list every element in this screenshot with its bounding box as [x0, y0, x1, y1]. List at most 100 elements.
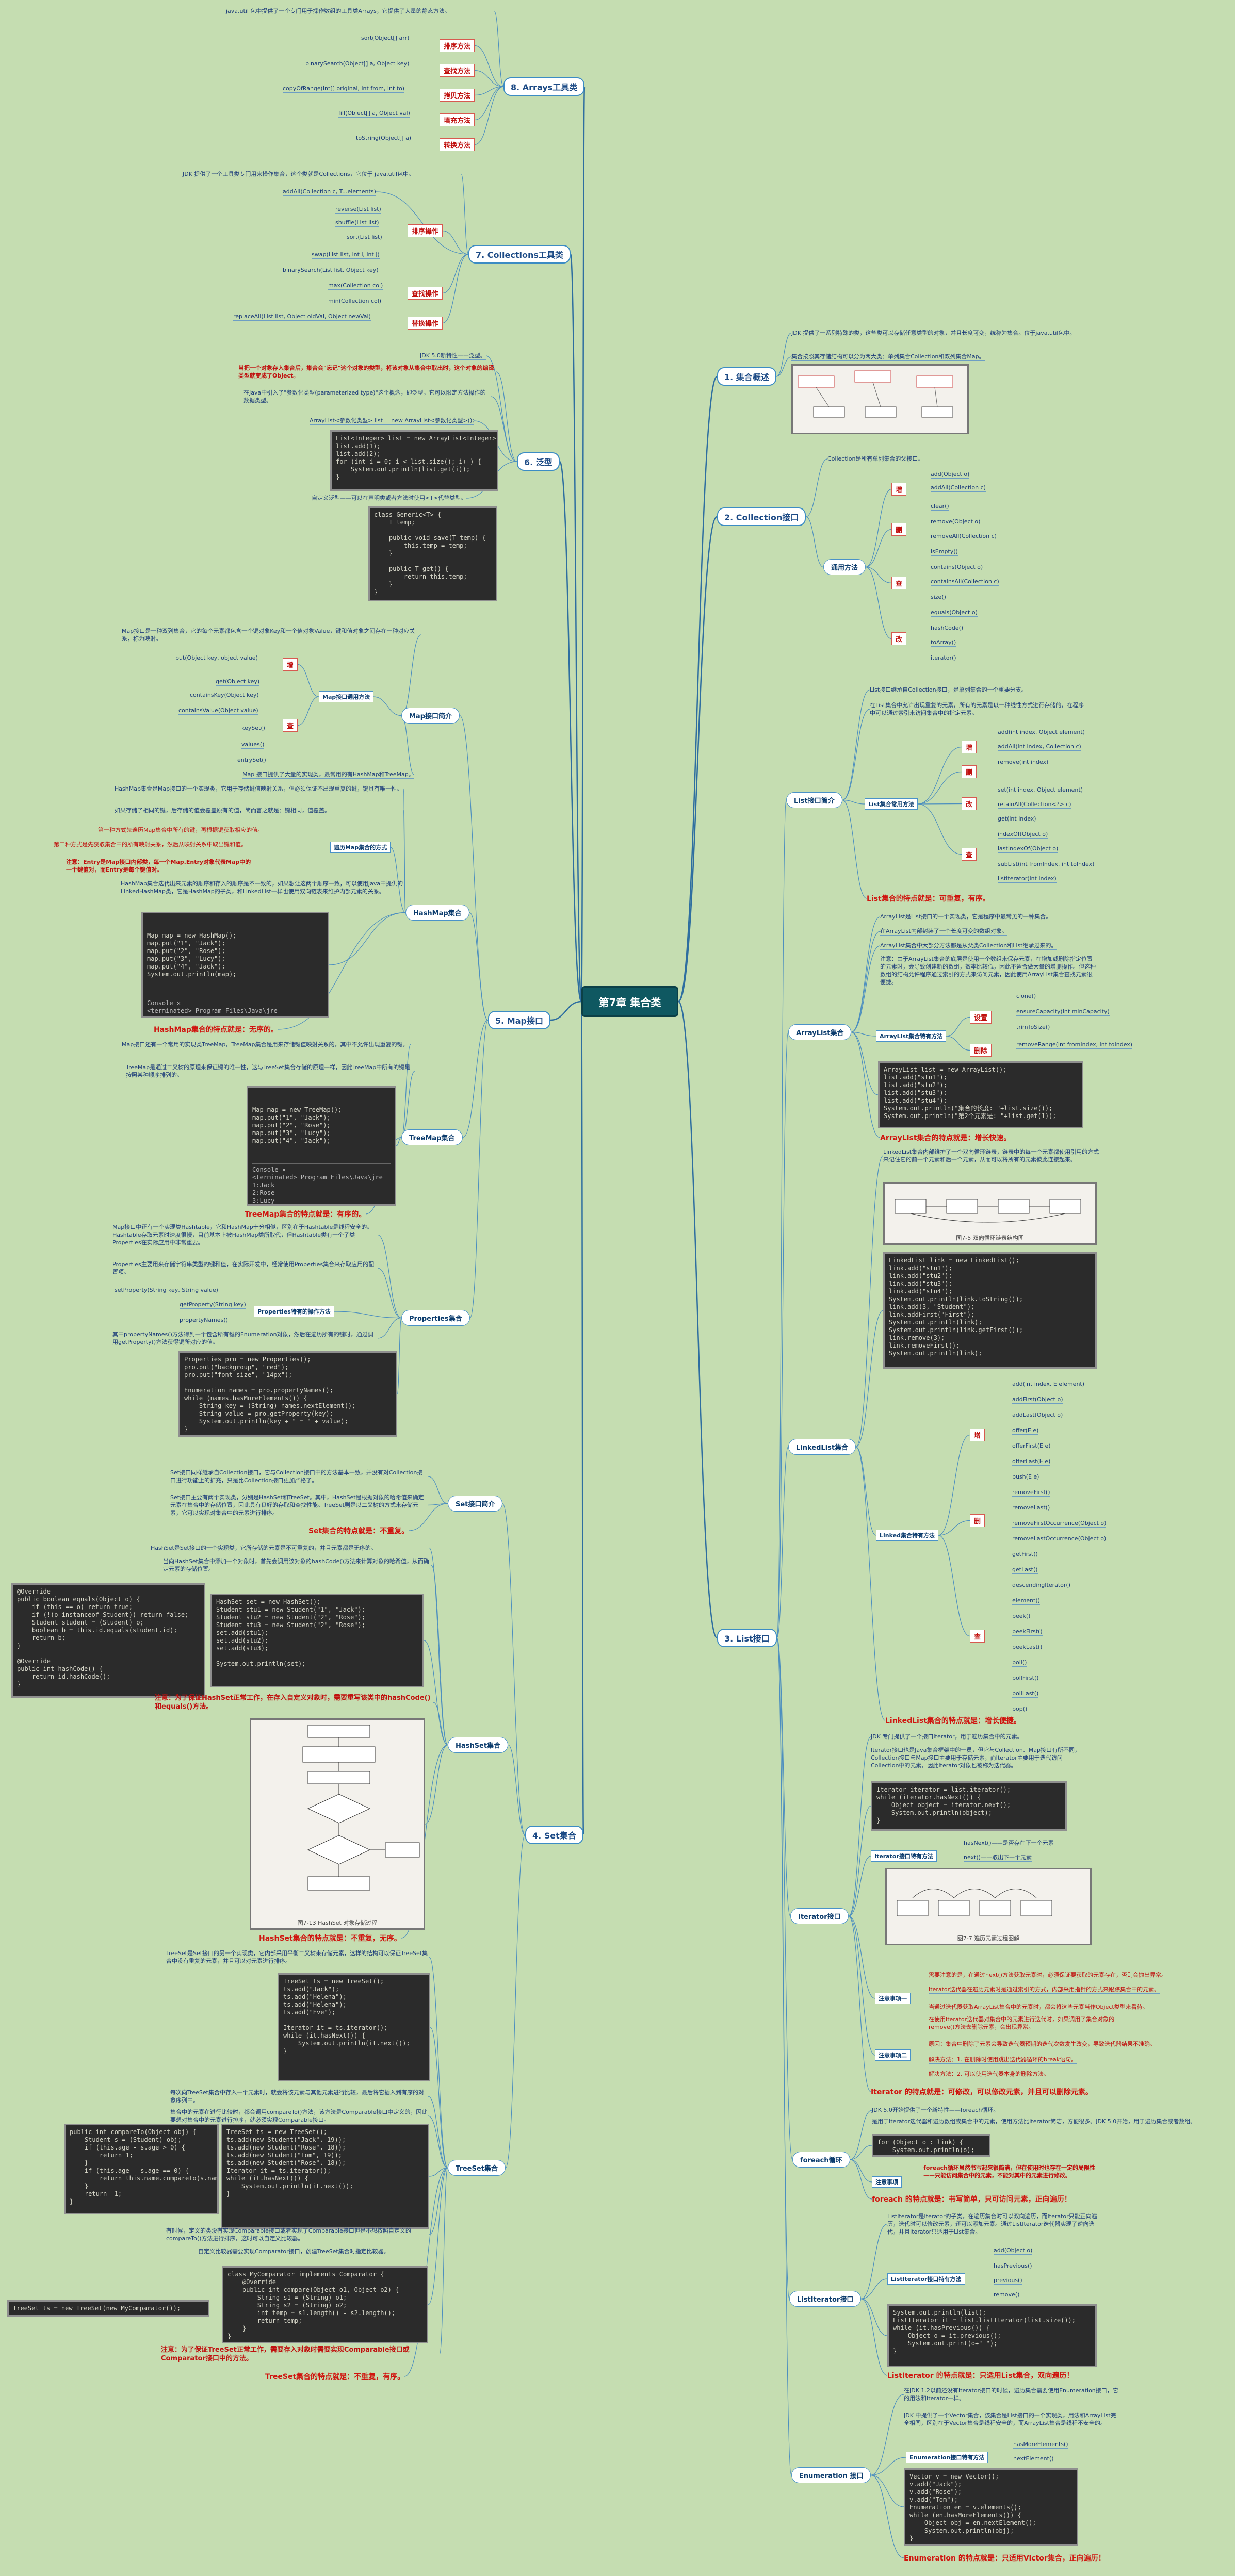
set-intro-cloud[interactable]: Set接口简介	[448, 1496, 503, 1512]
collection-common-methods[interactable]: 通用方法	[823, 559, 866, 575]
arraylist-cloud[interactable]: ArrayList集合	[788, 1024, 852, 1040]
arrays-cat-2[interactable]: 拷贝方法	[440, 89, 475, 102]
foreach-cloud[interactable]: foreach循环	[792, 2152, 850, 2168]
arrays-cat-0[interactable]: 排序方法	[440, 39, 475, 52]
hashset-t1: HashSet是Set接口的一个实现类，它所存储的元素是不可重复的，并且元素都是…	[151, 1545, 377, 1551]
hashmap-cloud[interactable]: HashMap集合	[405, 905, 469, 921]
linkedlist-get-5: peekFirst()	[1012, 1628, 1043, 1636]
iterator-method-0: hasNext()——是否存在下一个元素	[964, 1840, 1054, 1847]
listiterator-method-3: remove()	[994, 2291, 1020, 2299]
connector	[851, 916, 881, 1033]
connector	[848, 1915, 871, 2092]
collections-cat-sort[interactable]: 排序操作	[408, 224, 443, 237]
enumeration-t1: 在JDK 1.2以前还没有Iterator接口的时候，遍历集合需要使用Enume…	[904, 2387, 1118, 2402]
connector	[429, 2167, 448, 2235]
listiterator-methods-group[interactable]: ListIterator接口特有方法	[887, 2273, 965, 2285]
list-methods-group[interactable]: List集合常用方法	[865, 798, 918, 810]
list-cat-del[interactable]: 删	[962, 765, 977, 778]
listiterator-code: System.out.println(list); ListIterator i…	[887, 2304, 1097, 2367]
list-cat-set[interactable]: 改	[962, 797, 977, 810]
map-cat-get[interactable]: 查	[283, 719, 298, 732]
arraylist-methods-group[interactable]: ArrayList集合特有方法	[876, 1030, 947, 1042]
map-intro-cloud[interactable]: Map接口简介	[401, 708, 460, 724]
collection-cat-other[interactable]: 改	[891, 632, 907, 645]
section-set[interactable]: 4. Set集合	[525, 1826, 583, 1844]
iterator-note2d: 解决方法：2. 可以使用迭代器本身的删除方法。	[929, 2071, 1049, 2078]
connector	[550, 1000, 582, 1021]
linkedlist-cat-get[interactable]: 查	[970, 1630, 985, 1643]
section-overview[interactable]: 1. 集合概述	[717, 367, 776, 386]
connector	[428, 1476, 448, 1504]
hashset-flowchart-image: 图7-13 HashSet 对象存储过程	[250, 1718, 425, 1930]
connector	[461, 173, 469, 255]
generics-t5: 自定义泛型——可以在声明类或者方法时使用<T>代替类型。	[312, 495, 467, 502]
collection-cat-del[interactable]: 删	[891, 523, 907, 536]
collection-cat-add[interactable]: 增	[891, 483, 907, 496]
arrays-cat-3[interactable]: 填充方法	[440, 113, 475, 126]
connector	[870, 2457, 906, 2476]
map-common-methods[interactable]: Map接口通用方法	[319, 691, 374, 702]
section-list[interactable]: 3. List接口	[717, 1629, 777, 1647]
map-cat-add[interactable]: 增	[283, 658, 298, 671]
collection-other-3: iterator()	[931, 654, 956, 662]
foreach-note: foreach循环虽然书写起来很简洁，但在使用时也存在一定的局限性——只能访问集…	[923, 2164, 1096, 2179]
collection-query-3: size()	[931, 594, 946, 601]
connector	[860, 2298, 888, 2336]
map-get-1: containsKey(Object key)	[190, 692, 259, 699]
enumeration-method-0: hasMoreElements()	[1013, 2441, 1068, 2449]
arraylist-cat-set[interactable]: 设置	[970, 1011, 992, 1024]
iterator-cloud[interactable]: Iterator接口	[790, 1908, 849, 1924]
properties-method-2: propertyNames()	[180, 1317, 228, 1324]
enumeration-methods-group[interactable]: Enumeration接口特有方法	[906, 2452, 988, 2463]
section-map[interactable]: 5. Map接口	[488, 1011, 550, 1029]
properties-method-0: setProperty(String key, String value)	[115, 1287, 218, 1294]
map-get-2: containsValue(Object value)	[178, 707, 258, 715]
map-intro-t2: Map 接口提供了大量的实现类，最常用的有HashMap和TreeMap。	[242, 771, 414, 779]
linkedlist-cloud[interactable]: LinkedList集合	[788, 1439, 856, 1455]
list-cat-add[interactable]: 增	[962, 741, 977, 753]
connector	[297, 664, 319, 697]
list-intro-cloud[interactable]: List接口简介	[786, 792, 842, 808]
treeset-cloud[interactable]: TreeSet集合	[448, 2160, 506, 2176]
linkedlist-get-1: getLast()	[1012, 1566, 1038, 1574]
listiterator-feature: ListIterator 的特点就是：只适用List集合，双向遍历！	[887, 2372, 1074, 2380]
enumeration-code: Vector v = new Vector(); v.add("Jack"); …	[904, 2468, 1078, 2546]
arrays-cat-1[interactable]: 查找方法	[440, 64, 475, 77]
connector	[776, 332, 792, 377]
foreach-note-title[interactable]: 注意事项	[872, 2176, 902, 2188]
treemap-cloud[interactable]: TreeMap集合	[401, 1129, 463, 1145]
list-get-2: lastIndexOf(Object o)	[998, 845, 1059, 853]
iterator-methods-group[interactable]: Iterator接口特有方法	[871, 1850, 937, 1862]
collections-cat-replace[interactable]: 替换操作	[408, 317, 443, 330]
arraylist-cat-del[interactable]: 删除	[970, 1044, 992, 1057]
linkedlist-del-3: removeLastOccurrence(Object o)	[1012, 1535, 1107, 1543]
iterator-note1a: 需要注意的是，在通过next()方法获取元素时，必须保证要获取的元素存在，否则会…	[929, 1972, 1167, 1979]
linkedlist-methods-group[interactable]: Linked集合特有方法	[876, 1530, 938, 1541]
connector	[851, 1031, 881, 1138]
connector	[559, 461, 582, 1003]
section-arrays[interactable]: 8. Arrays工具类	[503, 77, 585, 96]
list-cat-get[interactable]: 查	[962, 848, 977, 861]
list-set-1: retainAll(Collection<?> c)	[998, 801, 1071, 809]
collections-cat-find[interactable]: 查找操作	[408, 287, 443, 300]
section-collections[interactable]: 7. Collections工具类	[468, 245, 571, 264]
connector	[865, 566, 892, 584]
connector	[474, 86, 504, 145]
section-generics[interactable]: 6. 泛型	[517, 452, 560, 471]
hashset-pic-caption: 图7-13 HashSet 对象存储过程	[297, 1919, 378, 1926]
listiterator-cloud[interactable]: ListIterator接口	[789, 2291, 862, 2307]
iterator-note1-title[interactable]: 注意事项一	[875, 1993, 911, 2004]
properties-methods-group[interactable]: Properties特有的操作方法	[254, 1306, 334, 1317]
linkedlist-cat-add[interactable]: 增	[970, 1429, 985, 1441]
collection-cat-query[interactable]: 查	[891, 577, 907, 589]
iterator-note2-title[interactable]: 注意事项二	[875, 2049, 911, 2061]
section-collection[interactable]: 2. Collection接口	[717, 507, 806, 526]
hashmap-console: Console ✕ <terminated> Program Files\Jav…	[147, 997, 323, 1016]
properties-cloud[interactable]: Properties集合	[401, 1310, 470, 1326]
enumeration-cloud[interactable]: Enumeration 接口	[791, 2467, 871, 2483]
linkedlist-cat-del[interactable]: 删	[970, 1514, 985, 1527]
root-node[interactable]: 第7章 集合类	[581, 986, 678, 1017]
map-traverse-ways[interactable]: 遍历Map集合的方式	[330, 842, 391, 853]
hashset-cloud[interactable]: HashSet集合	[448, 1737, 509, 1753]
arrays-cat-4[interactable]: 转换方法	[440, 138, 475, 151]
